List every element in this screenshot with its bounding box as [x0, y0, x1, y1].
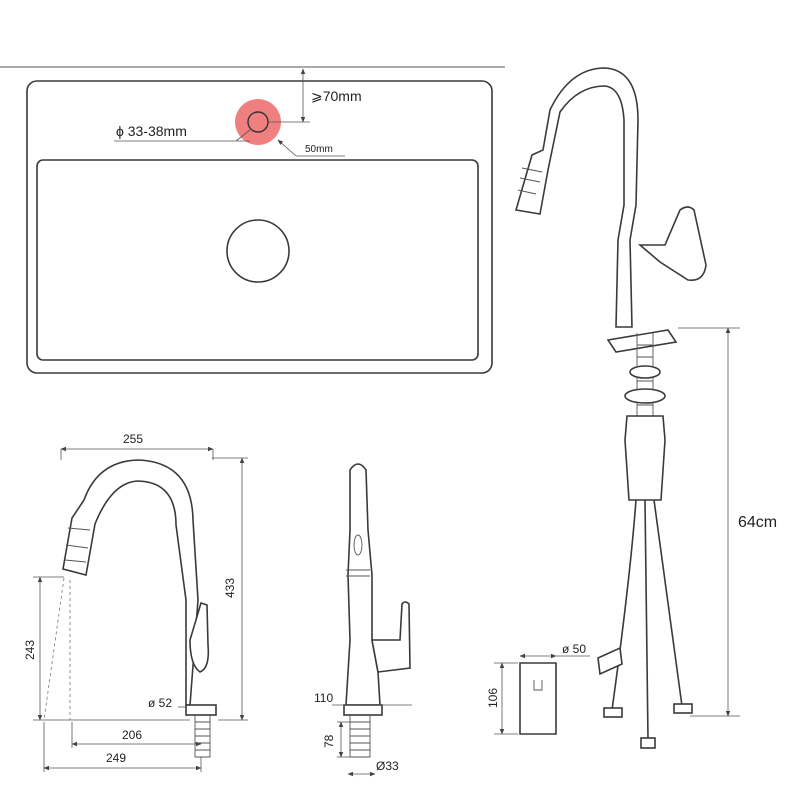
hose-right — [653, 499, 683, 707]
body-height-label: 110 — [314, 691, 333, 705]
hose-clip — [597, 646, 623, 676]
weight-diameter-label: ø 50 — [562, 642, 586, 656]
washer-1 — [629, 365, 661, 379]
washer-2 — [624, 388, 666, 404]
front-spray-window — [353, 534, 363, 556]
edge-offset-label: 50mm — [305, 144, 333, 155]
mounting-nut — [624, 415, 666, 501]
hole-diameter-leader-tip — [235, 129, 251, 142]
reach-label: 255 — [123, 432, 143, 446]
hose-weight-slot — [533, 680, 543, 691]
hose-left-fitting — [603, 707, 623, 718]
exploded-handle — [637, 206, 707, 282]
exploded-spray-detail — [517, 167, 543, 195]
horseshoe-washer — [606, 329, 678, 353]
front-handle — [371, 601, 411, 673]
edge-offset-leader — [277, 139, 297, 157]
faucet-hole-highlight — [235, 99, 281, 145]
exploded-view: 64cm ø 50 106 — [486, 67, 777, 749]
hose-left — [611, 499, 637, 711]
front-base — [343, 704, 383, 716]
side-handle — [189, 601, 210, 673]
front-spray-head-band — [346, 569, 370, 577]
spout-height-label: 243 — [23, 640, 37, 660]
exploded-faucet-body — [514, 67, 639, 328]
water-stream — [43, 577, 71, 721]
front-threaded-shank — [349, 715, 371, 758]
side-view-faucet: 255 433 243 ø 52 206 249 — [23, 432, 248, 772]
sink-diagram: ⩾70mm ϕ 33-38mm 50mm — [0, 66, 505, 374]
min-distance-label: ⩾70mm — [311, 88, 362, 104]
dim-206-label: 206 — [122, 728, 142, 742]
total-length-label: 64cm — [738, 514, 777, 531]
side-spray-head — [64, 527, 91, 563]
dim-249-label: 249 — [106, 751, 126, 765]
weight-height-label: 106 — [486, 688, 500, 708]
front-view-faucet: 110 78 Ø33 — [314, 463, 412, 777]
shank-length-label: 78 — [322, 734, 336, 748]
height-label: 433 — [223, 578, 237, 598]
drain-hole — [226, 219, 290, 283]
shank-diameter-label: Ø33 — [376, 759, 399, 773]
front-faucet-body — [345, 463, 381, 706]
hose-right-fitting — [673, 703, 693, 714]
hose-weight — [519, 662, 557, 735]
hose-center — [644, 499, 649, 741]
sink-basin — [36, 159, 479, 361]
side-faucet-body — [62, 459, 199, 706]
sink-outer-rim — [26, 80, 493, 374]
hole-diameter-label: ϕ 33-38mm — [116, 123, 187, 139]
base-diameter-label: ø 52 — [148, 696, 172, 710]
side-base — [185, 704, 217, 716]
hose-center-fitting — [640, 737, 656, 749]
side-threaded-shank — [194, 715, 211, 758]
